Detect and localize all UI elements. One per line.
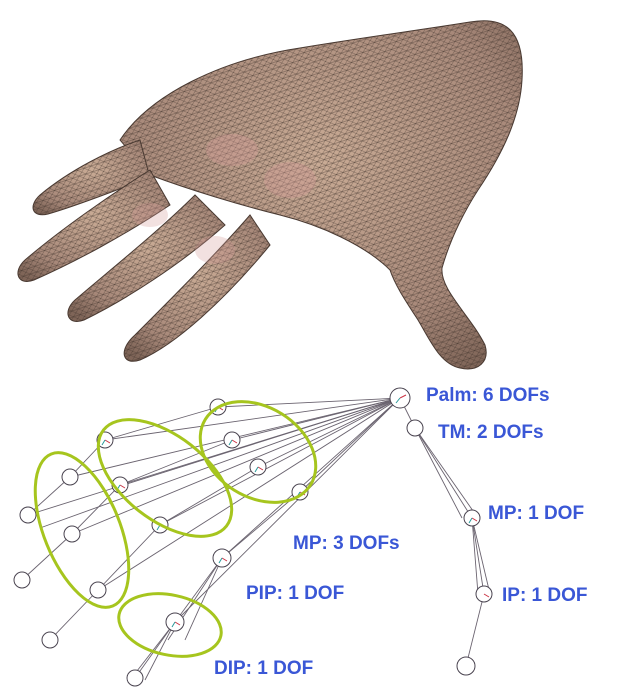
label-tm-dofs: TM: 2 DOFs bbox=[438, 423, 544, 442]
label-pip-dof: PIP: 1 DOF bbox=[246, 584, 344, 603]
joint-markers bbox=[14, 388, 492, 686]
label-finger-mp-dofs: MP: 3 DOFs bbox=[293, 534, 400, 553]
joint-tip bbox=[42, 632, 58, 648]
joint-tip bbox=[14, 572, 30, 588]
skeleton-rig bbox=[14, 381, 492, 686]
joint-dip bbox=[64, 526, 80, 542]
joint-thumb-tip bbox=[457, 657, 475, 675]
hand-mesh-illustration bbox=[18, 21, 522, 369]
label-dip-dof: DIP: 1 DOF bbox=[214, 659, 313, 678]
label-ip-dof: IP: 1 DOF bbox=[502, 586, 588, 605]
joint-tip bbox=[127, 670, 143, 686]
label-palm-dofs: Palm: 6 DOFs bbox=[426, 386, 550, 405]
joint-dip bbox=[62, 469, 78, 485]
joint-tm bbox=[407, 420, 423, 436]
ellipse-pip-group-upper bbox=[78, 397, 253, 559]
joint-tip bbox=[20, 507, 36, 523]
label-thumb-mp-dof: MP: 1 DOF bbox=[488, 504, 584, 523]
joint-dip bbox=[90, 582, 106, 598]
bone-lines bbox=[22, 398, 490, 680]
